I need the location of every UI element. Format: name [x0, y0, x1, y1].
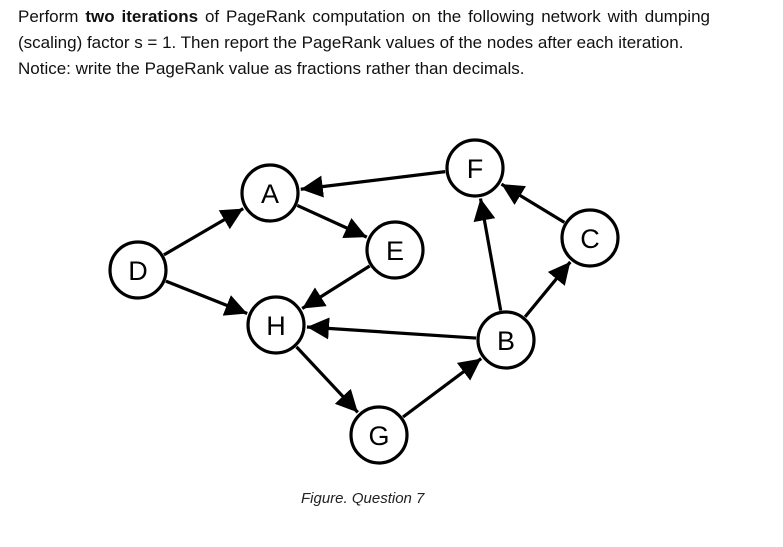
node-circle — [108, 240, 168, 300]
figure-caption: Figure. Question 7 — [301, 490, 425, 507]
node-e: E — [365, 220, 425, 280]
edge-d-to-a — [163, 207, 245, 257]
node-g: G — [349, 405, 409, 465]
question-instruction: Perform two iterations of PageRank compu… — [18, 4, 710, 56]
node-circle — [560, 208, 620, 268]
edge-a-to-e — [296, 203, 368, 239]
edge-c-to-f — [500, 182, 566, 224]
edge-b-to-c — [523, 260, 572, 318]
question-text: Perform two iterations of PageRank compu… — [18, 4, 710, 82]
question-notice: Notice: write the PageRank value as frac… — [18, 59, 525, 78]
node-label: C — [580, 224, 600, 254]
instruction-bold: two iterations — [85, 7, 199, 26]
edge-f-to-a — [300, 170, 446, 198]
instruction-rest: of PageRank computation on the following… — [18, 7, 710, 52]
edge-b-to-h — [306, 317, 477, 340]
edges-layer — [163, 170, 572, 419]
node-b: B — [476, 310, 536, 370]
edge-h-to-g — [295, 345, 359, 414]
edge-d-to-h — [165, 279, 248, 316]
node-circle — [246, 295, 306, 355]
node-circle — [445, 138, 505, 198]
node-label: D — [128, 256, 148, 286]
node-label: G — [368, 421, 389, 451]
node-circle — [240, 163, 300, 223]
node-label: F — [467, 154, 484, 184]
node-d: D — [108, 240, 168, 300]
node-circle — [476, 310, 536, 370]
edge-g-to-b — [402, 357, 483, 419]
nodes-layer: A B C D E F G H — [108, 138, 620, 465]
edge-b-to-f — [473, 198, 503, 311]
edge-e-to-h — [301, 264, 371, 310]
node-c: C — [560, 208, 620, 268]
node-circle — [349, 405, 409, 465]
node-label: E — [386, 236, 404, 266]
node-circle — [365, 220, 425, 280]
node-label: H — [266, 311, 286, 341]
node-f: F — [445, 138, 505, 198]
node-label: A — [261, 179, 279, 209]
node-a: A — [240, 163, 300, 223]
node-label: B — [497, 326, 515, 356]
node-h: H — [246, 295, 306, 355]
instruction-start: Perform — [18, 7, 86, 26]
